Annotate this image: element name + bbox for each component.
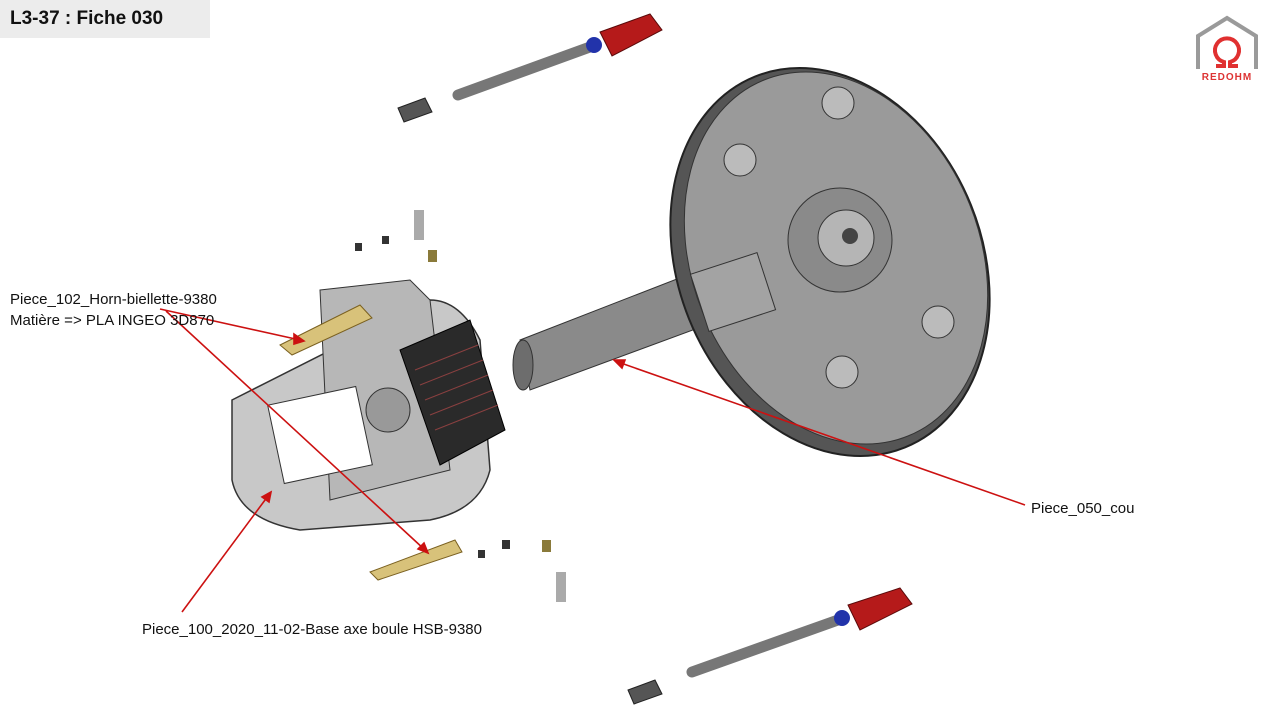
callout-arrows bbox=[159, 308, 1026, 613]
redohm-logo: REDOHM bbox=[1192, 14, 1262, 88]
piece-100-label: Piece_100_2020_11-02-Base axe boule HSB-… bbox=[142, 621, 482, 638]
bottom-ball-rod bbox=[627, 587, 913, 705]
piece-102-label: Piece_102_Horn-biellette-9380 Matière =>… bbox=[10, 289, 217, 331]
top-ball-rod bbox=[397, 13, 663, 123]
house-omega-icon bbox=[1196, 15, 1258, 69]
piece-100-base bbox=[231, 279, 491, 531]
piece-050-neck bbox=[512, 67, 991, 457]
logo-text: REDOHM bbox=[1201, 72, 1253, 83]
piece-050-label: Piece_050_cou bbox=[1031, 500, 1135, 517]
slide-title-box: L3-37 : Fiche 030 bbox=[0, 0, 210, 38]
small-hardware bbox=[355, 210, 566, 602]
slide-title: L3-37 : Fiche 030 bbox=[10, 8, 164, 29]
servo-motor bbox=[399, 319, 506, 466]
piece-102-material: Matière => PLA INGEO 3D870 bbox=[10, 312, 215, 329]
piece-102-name: Piece_102_Horn-biellette-9380 bbox=[10, 291, 217, 308]
